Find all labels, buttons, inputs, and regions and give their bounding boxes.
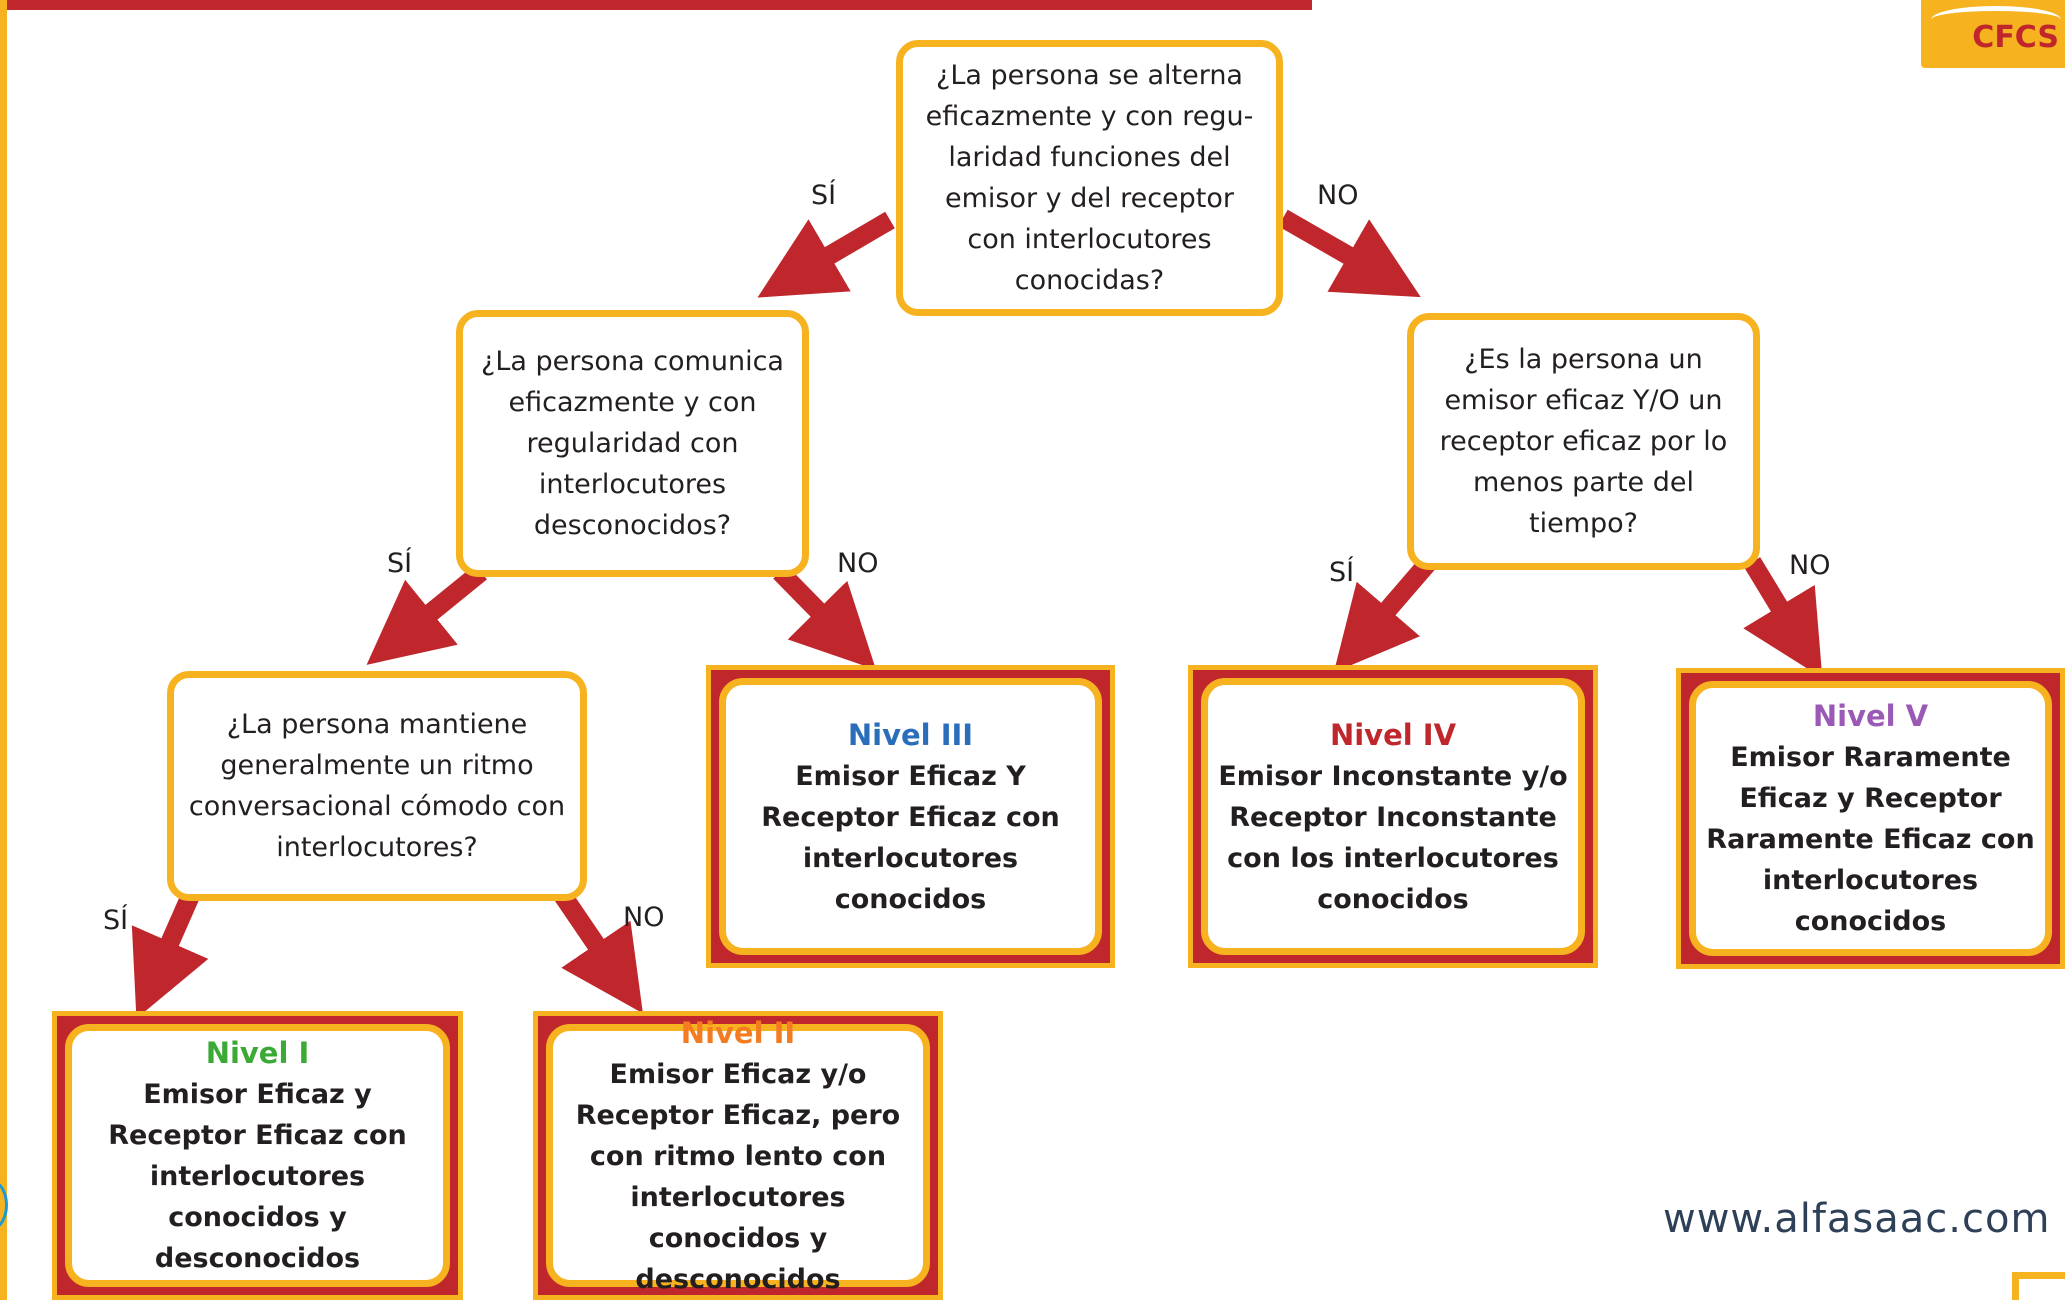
- corner-accent: [2012, 1272, 2065, 1300]
- question-3-text: ¿Es la persona un emisor eficaz Y/O un r…: [1439, 344, 1728, 539]
- arrow-q1-no: [1278, 209, 1421, 298]
- left-accent-bar: [0, 0, 7, 1300]
- arrow-q3-yes: [1333, 556, 1436, 673]
- question-4-box: ¿La persona mantiene generalmente un rit…: [167, 671, 587, 901]
- q1-yes-label: SÍ: [811, 180, 837, 211]
- arrow-q4-no: [551, 884, 643, 1014]
- q3-yes-label: SÍ: [1329, 557, 1355, 588]
- level-3-title: Nivel III: [847, 717, 974, 752]
- level-2-title: Nivel II: [680, 1015, 796, 1050]
- top-accent-bar: [0, 0, 1312, 10]
- question-2-box: ¿La persona comunica eficazmente y con r…: [456, 310, 809, 577]
- q4-no-label: NO: [623, 902, 665, 933]
- q2-no-label: NO: [837, 548, 879, 579]
- website-url: www.alfasaac.com: [1663, 1196, 2051, 1242]
- cfcs-badge: CFCS: [1921, 0, 2065, 68]
- level-5-title: Nivel V: [1812, 699, 1929, 733]
- question-1-text: ¿La persona se alterna eficazmente y con…: [925, 60, 1254, 296]
- level-5-card: Nivel V Emisor Raramente Eficaz y Recept…: [1676, 668, 2065, 969]
- level-2-desc: Emisor Eficaz y/o Receptor Eficaz, pero …: [575, 1058, 901, 1295]
- arrow-q1-yes: [757, 211, 895, 298]
- arrow-q2-no: [773, 565, 877, 670]
- question-3-box: ¿Es la persona un emisor eficaz Y/O un r…: [1407, 313, 1760, 570]
- question-4-text: ¿La persona mantiene generalmente un rit…: [188, 709, 566, 863]
- cfcs-badge-label: CFCS: [1972, 20, 2059, 55]
- level-2-card: Nivel II Emisor Eficaz y/o Receptor Efic…: [533, 1011, 943, 1300]
- level-1-card: Nivel I Emisor Eficaz y Receptor Eficaz …: [52, 1011, 463, 1300]
- level-4-title: Nivel IV: [1329, 717, 1457, 752]
- level-5-desc: Emisor Raramente Eficaz y Receptor Raram…: [1706, 742, 2035, 937]
- q3-no-label: NO: [1789, 550, 1831, 581]
- level-1-desc: Emisor Eficaz y Receptor Eficaz con inte…: [108, 1079, 407, 1274]
- question-1-box: ¿La persona se alterna eficazmente y con…: [896, 40, 1283, 316]
- arrow-q2-yes: [366, 564, 487, 665]
- level-4-desc: Emisor Inconstante y/o Receptor Inconsta…: [1218, 760, 1568, 915]
- arrow-q3-no: [1743, 557, 1823, 679]
- question-2-text: ¿La persona comunica eficazmente y con r…: [481, 346, 784, 541]
- level-4-card: Nivel IV Emisor Inconstante y/o Receptor…: [1188, 665, 1598, 968]
- level-1-title: Nivel I: [205, 1036, 310, 1070]
- level-3-card: Nivel III Emisor Eficaz Y Receptor Efica…: [706, 665, 1115, 968]
- q2-yes-label: SÍ: [387, 548, 413, 579]
- level-3-desc: Emisor Eficaz Y Receptor Eficaz con inte…: [761, 760, 1060, 915]
- arrow-q4-yes: [131, 886, 209, 1019]
- q1-no-label: NO: [1317, 180, 1359, 211]
- q4-yes-label: SÍ: [103, 905, 129, 936]
- swoosh-icon: [1931, 6, 2061, 33]
